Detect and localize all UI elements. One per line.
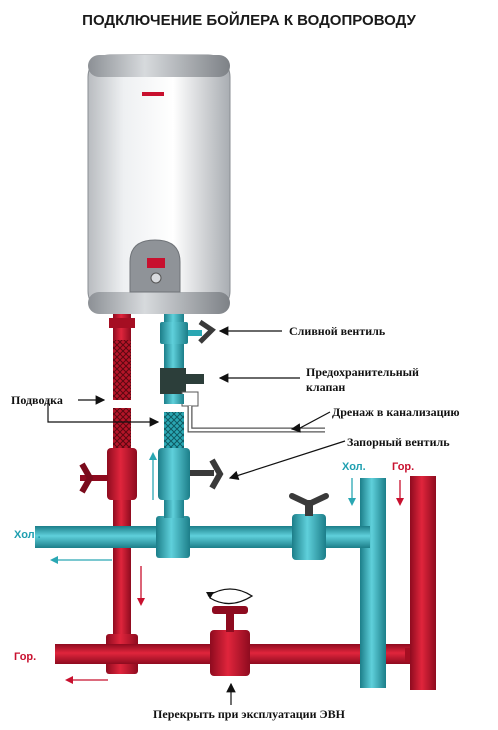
display-screen: [147, 258, 165, 268]
label-cold-left: Хол .: [14, 529, 41, 541]
callout-lines: [47, 326, 346, 705]
hot-valve-handle: [79, 462, 94, 494]
flow-arrows: [50, 452, 404, 684]
hot-supply-line: [79, 314, 138, 674]
cold-supply-line: [158, 314, 325, 518]
cold-tee-fitting: [156, 516, 190, 558]
callout-shut-during-operation: Перекрыть при эксплуатации ЭВН: [153, 707, 346, 721]
cold-shutoff-valve: [158, 448, 190, 500]
drain-hose: [187, 406, 325, 433]
water-heater-tank: [87, 54, 231, 314]
callout-drainage: Дренаж в канализацию: [332, 405, 460, 419]
cold-main-valve-handle: [289, 493, 329, 508]
hot-braided-hose: [113, 408, 131, 448]
cold-main-pipe: [35, 493, 370, 560]
rotate-arrow-icon: [207, 588, 254, 605]
drain-valve-handle: [198, 319, 216, 344]
callout-supply: Подводка: [11, 393, 63, 407]
page-title: ПОДКЛЮЧЕНИЕ БОЙЛЕРА К ВОДОПРОВОДУ: [82, 11, 416, 29]
cold-main-valve: [292, 514, 326, 560]
bypass-valve-handle: [212, 606, 248, 614]
cold-valve-handle: [209, 458, 224, 490]
callout-safety-valve: Предохранительный: [306, 365, 419, 379]
drain-funnel: [181, 391, 199, 407]
bypass-valve: [210, 630, 250, 676]
hot-shutoff-valve: [107, 448, 137, 500]
drain-valve: [160, 322, 188, 344]
thermostat-knob: [150, 272, 162, 284]
cold-braided-hose: [164, 412, 184, 448]
label-cold-riser: Хол.: [342, 461, 366, 473]
cold-riser: [360, 478, 386, 688]
callout-safety-valve-2: клапан: [306, 380, 345, 394]
label-hot-left: Гор.: [14, 651, 36, 663]
hot-braided-hose: [113, 340, 131, 400]
brand-logo: [142, 92, 164, 96]
safety-valve: [160, 368, 186, 394]
callout-drain-valve: Сливной вентиль: [289, 324, 386, 338]
callout-shutoff-valve: Запорный вентиль: [347, 435, 450, 449]
hot-riser: [410, 476, 436, 690]
label-hot-riser: Гор.: [392, 461, 414, 473]
